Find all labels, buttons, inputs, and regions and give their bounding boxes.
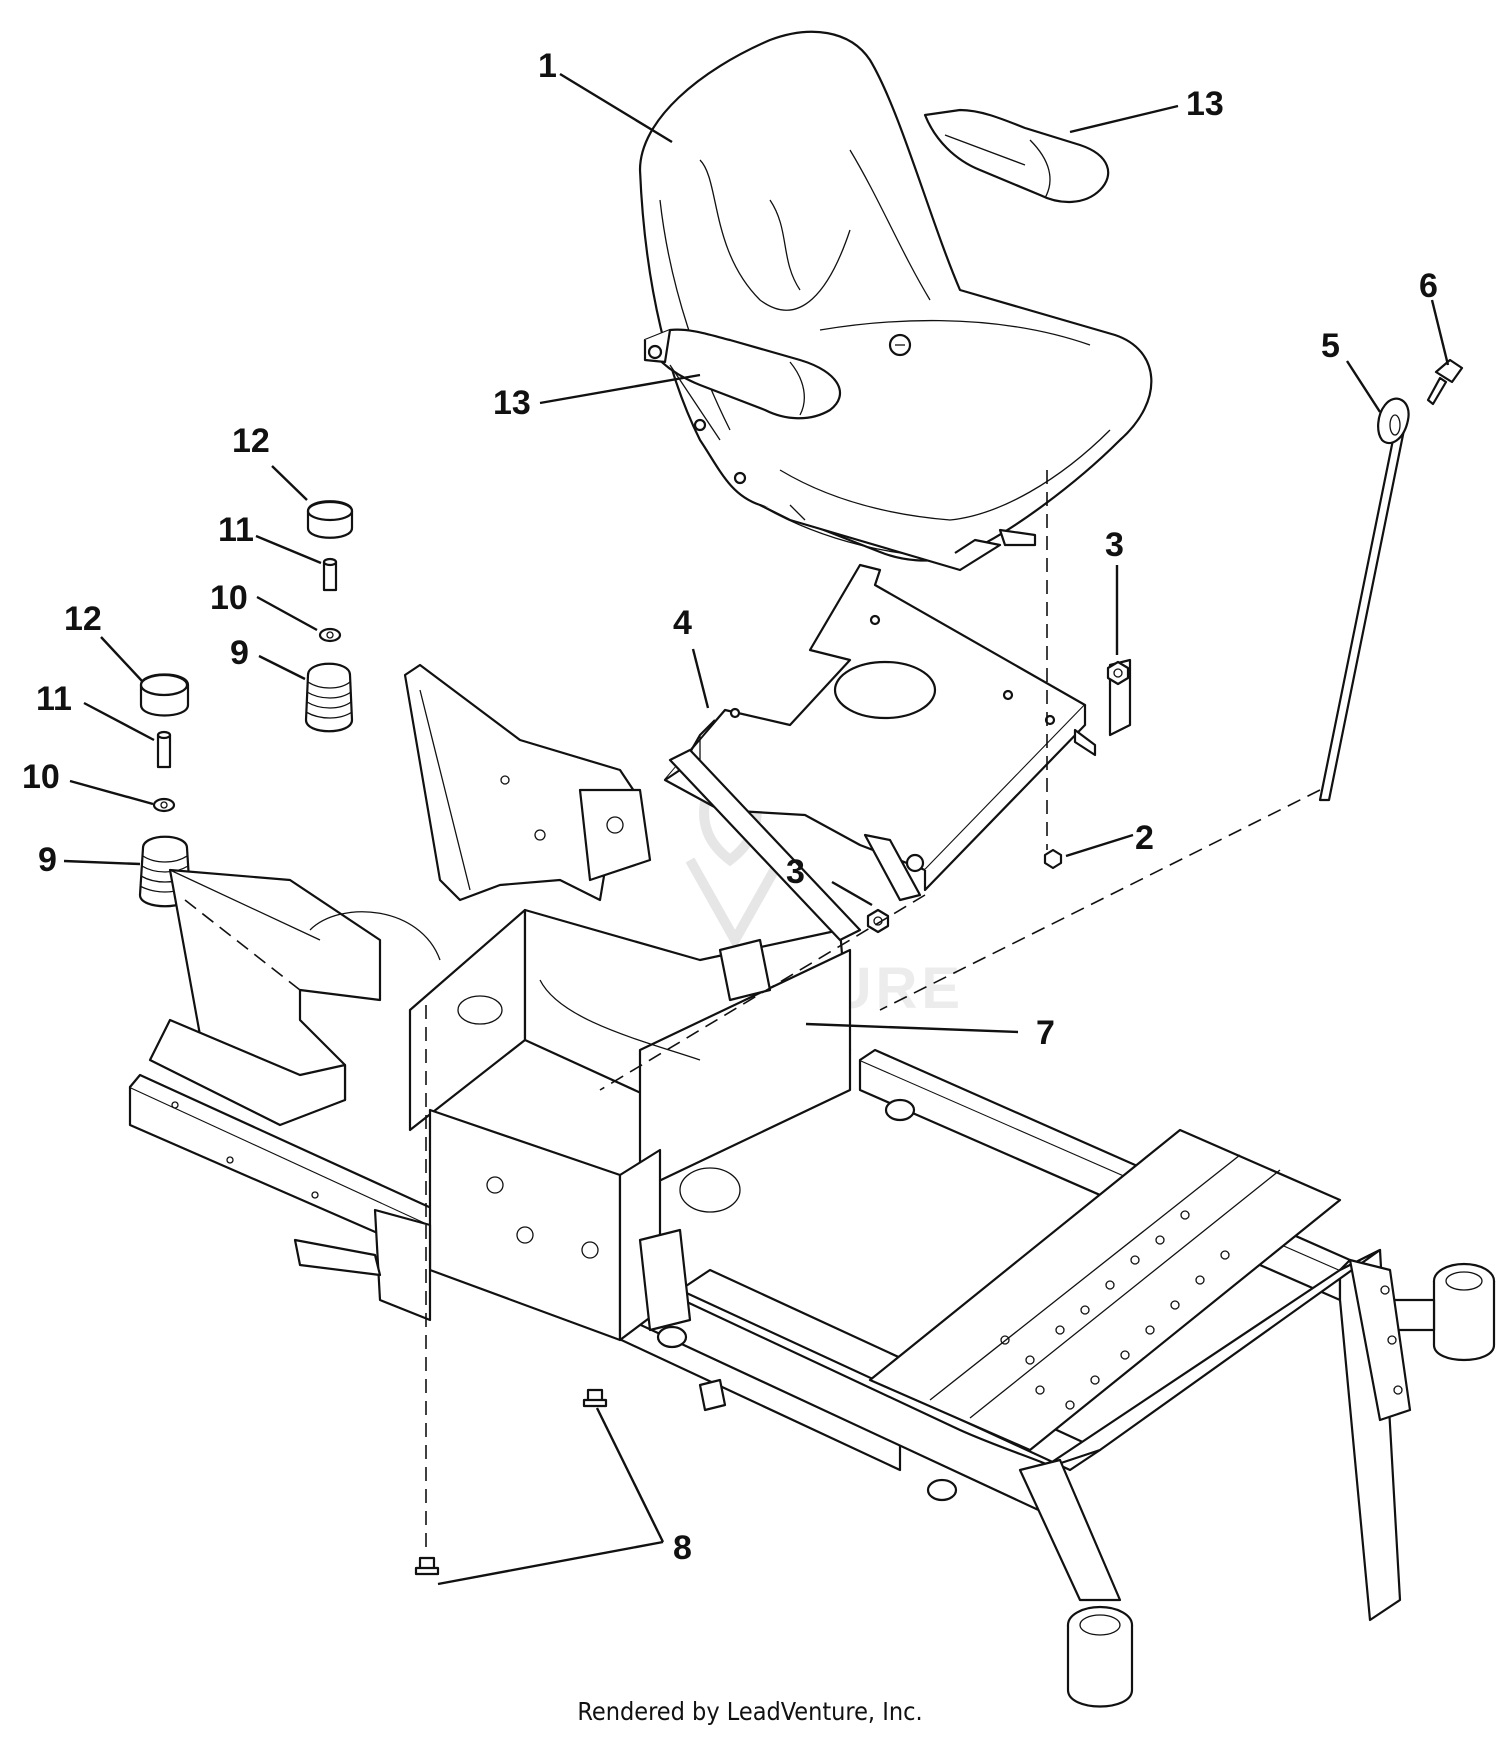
callout-7: 7 <box>1036 1014 1055 1052</box>
callout-labels: 1 13 13 6 5 3 4 2 3 7 8 12 11 10 9 12 11… <box>22 47 1438 1567</box>
callout-13-right-armrest: 13 <box>1186 85 1224 123</box>
callout-13-left-armrest: 13 <box>493 384 531 422</box>
callout-9-lower: 9 <box>38 841 57 879</box>
callout-10-upper: 10 <box>210 579 248 617</box>
callout-2: 2 <box>1135 819 1154 857</box>
callout-1: 1 <box>538 47 557 85</box>
callout-8: 8 <box>673 1529 692 1567</box>
callout-3-upper: 3 <box>1105 526 1124 564</box>
seat-part <box>638 30 1153 572</box>
seat-pivot-rod <box>1318 358 1464 802</box>
mower-frame <box>128 663 1496 1708</box>
callout-10-lower: 10 <box>22 758 60 796</box>
callout-12-upper: 12 <box>232 422 270 460</box>
render-credit-footer: Rendered by LeadVenture, Inc. <box>577 1697 923 1726</box>
callout-12-lower: 12 <box>64 600 102 638</box>
callout-3-lower: 3 <box>786 853 805 891</box>
frame-holes <box>171 1101 1403 1410</box>
callout-6: 6 <box>1419 267 1438 305</box>
assembly-lines <box>184 470 1321 1555</box>
spring-stack-right <box>304 500 354 733</box>
callout-leaders <box>63 72 1450 1586</box>
callout-9-upper: 9 <box>230 634 249 672</box>
callout-4: 4 <box>673 604 692 642</box>
frame-bolts <box>414 1388 608 1576</box>
callout-5: 5 <box>1321 327 1340 365</box>
callout-11-upper: 11 <box>218 511 254 549</box>
callout-11-lower: 11 <box>36 680 72 718</box>
